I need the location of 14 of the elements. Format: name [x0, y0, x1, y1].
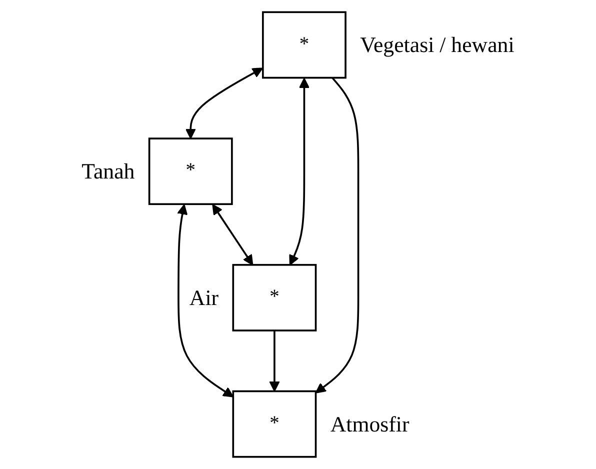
node-caption: Tanah	[82, 160, 135, 184]
node-caption: Vegetasi / hewani	[360, 33, 514, 58]
arrow	[212, 204, 254, 266]
node-caption: Air	[189, 286, 219, 310]
node-box: *	[262, 11, 346, 79]
node-box: *	[232, 264, 317, 332]
arrow	[315, 77, 360, 394]
node-box: *	[148, 138, 233, 206]
arrow	[185, 68, 263, 139]
node-box: *	[232, 390, 317, 458]
node-caption: Atmosfir	[330, 412, 410, 436]
arrow	[177, 204, 234, 398]
arrow	[289, 78, 310, 266]
arrow	[269, 330, 280, 392]
